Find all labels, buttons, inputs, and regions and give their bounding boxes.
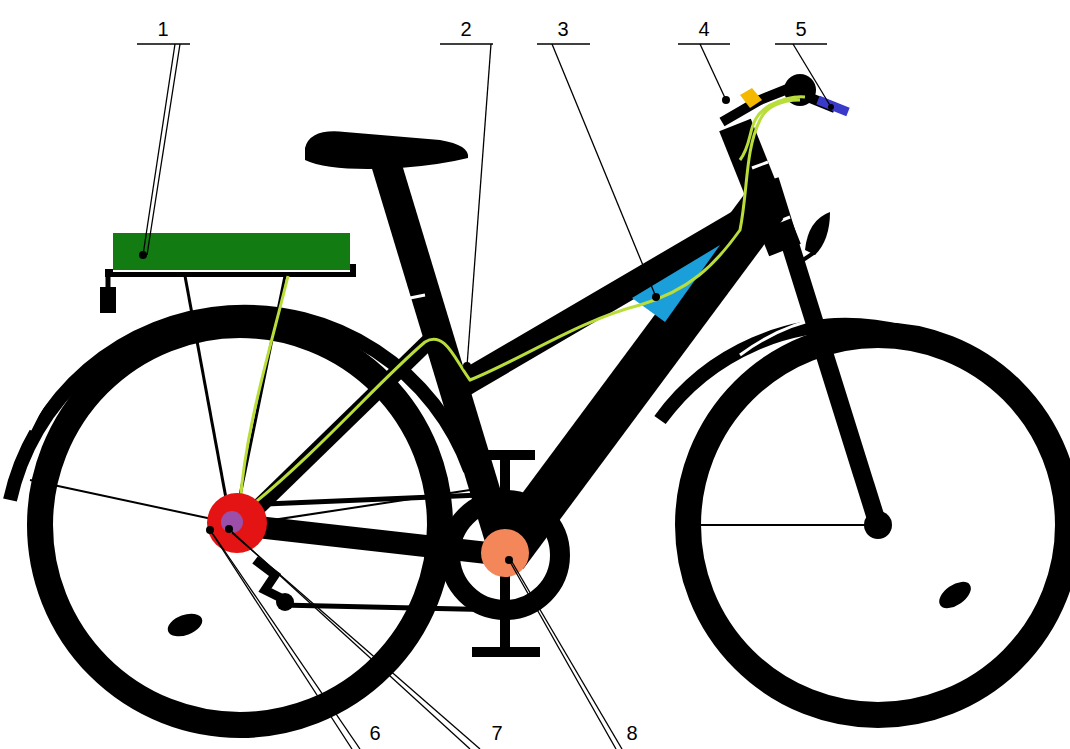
- callout-number: 3: [557, 18, 568, 40]
- callout-number: 5: [795, 18, 806, 40]
- callout-number: 6: [369, 722, 380, 744]
- callout-number: 7: [491, 722, 502, 744]
- callout-number: 8: [626, 722, 637, 744]
- callout-number: 2: [460, 18, 471, 40]
- callout-number: 4: [698, 18, 709, 40]
- callout-number: 1: [157, 18, 168, 40]
